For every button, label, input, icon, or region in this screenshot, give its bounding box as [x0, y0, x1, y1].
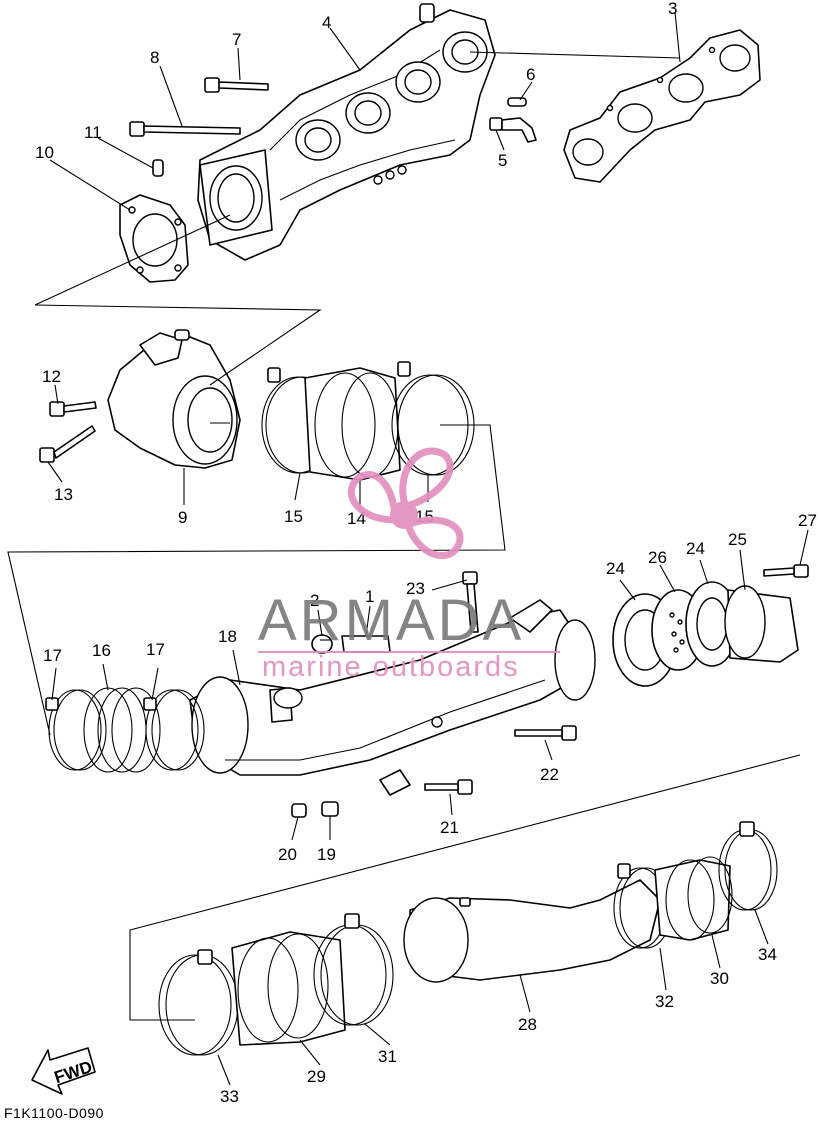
hose-clamp-34[interactable]: [718, 821, 778, 911]
hose-clamp-33[interactable]: [158, 949, 239, 1056]
callout-21: 21: [440, 818, 459, 837]
callout-33: 33: [220, 1087, 239, 1106]
bolt-27[interactable]: [763, 564, 809, 578]
exhaust-elbow-9[interactable]: [107, 329, 241, 469]
bolt-13[interactable]: [39, 425, 96, 463]
callout-7: 7: [232, 30, 241, 49]
fwd-arrow-icon: FWD: [31, 1047, 96, 1095]
callout-13: 13: [54, 485, 73, 504]
propeller-hub: [390, 501, 418, 529]
callout-17a: 17: [43, 646, 62, 665]
callout-12: 12: [42, 367, 61, 386]
hose-clamp-15b[interactable]: [391, 361, 475, 476]
nut-20[interactable]: [291, 803, 307, 818]
callout-19: 19: [317, 845, 336, 864]
diagram-code: F1K1100-D090: [4, 1105, 104, 1121]
callout-32: 32: [655, 992, 674, 1011]
callout-34: 34: [758, 945, 777, 964]
callout-24a: 24: [606, 559, 625, 578]
fitting-5[interactable]: [489, 117, 537, 143]
callout-18: 18: [218, 627, 237, 646]
exhaust-joint-14[interactable]: [304, 367, 401, 481]
assembly-lines: [7, 51, 801, 1021]
armada-watermark: ARMADA marine outboards: [258, 447, 560, 683]
bolt-21[interactable]: [424, 779, 473, 795]
flange-25[interactable]: [724, 585, 799, 663]
watermark-brand: ARMADA: [258, 588, 524, 653]
manifold-gasket-3[interactable]: [563, 29, 761, 183]
callout-8: 8: [150, 48, 159, 67]
callout-6: 6: [526, 65, 535, 84]
callout-28: 28: [518, 1015, 537, 1034]
bolt-12[interactable]: [49, 401, 97, 417]
hose-clamp-31[interactable]: [313, 913, 394, 1026]
callout-4: 4: [322, 13, 331, 32]
exhaust-joint-30[interactable]: [654, 856, 733, 941]
callout-17b: 17: [146, 640, 165, 659]
leader-lines: [47, 11, 809, 1086]
callout-11: 11: [84, 123, 102, 142]
callout-29: 29: [307, 1067, 326, 1086]
callout-2: 2: [310, 591, 319, 610]
bolt-22[interactable]: [514, 725, 577, 741]
exhaust-joint-29[interactable]: [231, 931, 346, 1046]
callout-10: 10: [35, 143, 54, 162]
callout-23: 23: [406, 579, 425, 598]
exhaust-pipe-28[interactable]: [403, 879, 661, 983]
callout-20: 20: [278, 845, 297, 864]
callout-1: 1: [365, 587, 374, 606]
gasket-24b[interactable]: [685, 581, 739, 667]
callout-5: 5: [498, 151, 507, 170]
hose-clamp-17a[interactable]: [45, 689, 107, 771]
callout-27: 27: [798, 511, 817, 530]
bolt-7[interactable]: [204, 77, 269, 93]
callout-16: 16: [92, 641, 111, 660]
callout-22: 22: [540, 765, 559, 784]
callout-24b: 24: [686, 539, 705, 558]
dowel-pin-6[interactable]: [507, 97, 527, 107]
callout-3: 3: [668, 0, 677, 18]
watermark-tagline: marine outboards: [262, 651, 520, 683]
bolt-23[interactable]: [462, 571, 479, 633]
callout-26: 26: [648, 548, 667, 567]
propeller-logo-icon: [347, 447, 464, 560]
callout-25: 25: [728, 530, 747, 549]
nut-19[interactable]: [321, 801, 339, 817]
exhaust-manifold-4[interactable]: [197, 3, 496, 261]
hose-clamp-32[interactable]: [613, 863, 673, 949]
bolt-8[interactable]: [129, 121, 241, 137]
callout-30: 30: [710, 969, 729, 988]
callout-9: 9: [178, 508, 187, 527]
callout-15a: 15: [284, 507, 303, 526]
callout-31: 31: [378, 1047, 397, 1066]
dowel-pin-11[interactable]: [152, 159, 164, 177]
hose-clamp-17b[interactable]: [143, 689, 205, 771]
